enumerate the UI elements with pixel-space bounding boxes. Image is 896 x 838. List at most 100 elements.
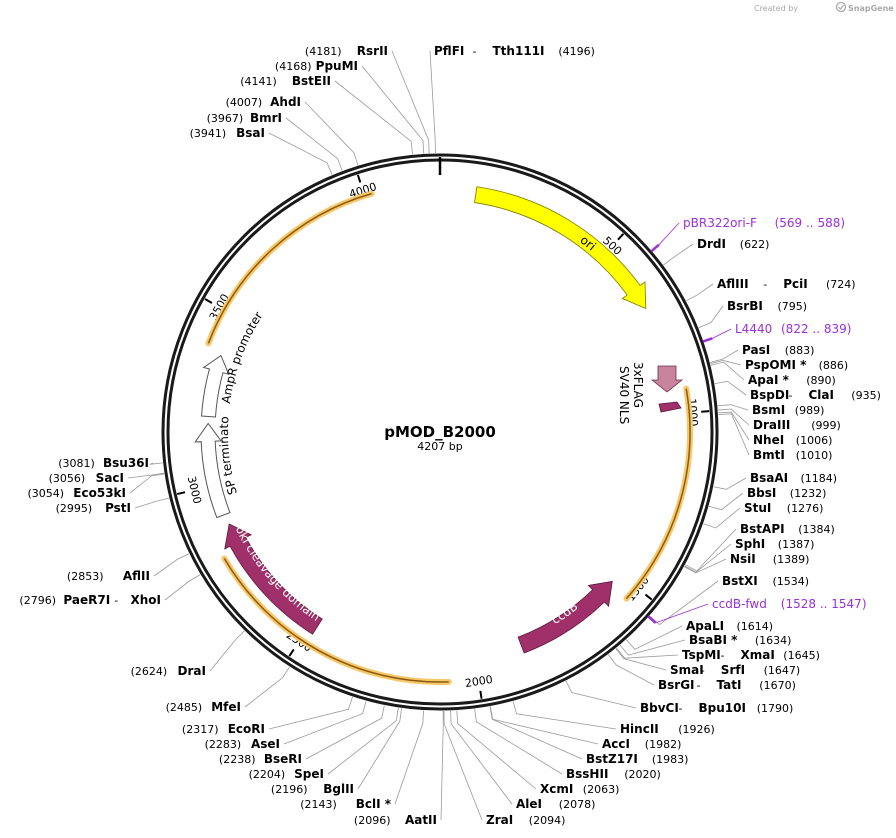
leader-line (149, 462, 163, 465)
site-acci[interactable]: AccI(1982) (602, 737, 681, 751)
site-name: SphI (735, 537, 765, 551)
leader-line (474, 708, 563, 775)
ori-feature[interactable] (474, 186, 647, 310)
site-saci[interactable]: SacI(3056) (49, 471, 124, 485)
site-draiii[interactable]: DraIII(999) (753, 418, 841, 432)
site-name: AflII (123, 569, 150, 583)
site-pasi[interactable]: PasI(883) (742, 343, 814, 357)
foki-feature[interactable] (224, 523, 323, 635)
site-bbsi[interactable]: BbsI(1232) (747, 486, 826, 500)
site-name: BclI * (356, 797, 392, 811)
site-bcli[interactable]: BclI *(2143) (300, 797, 391, 811)
leader-line (361, 65, 425, 154)
site-bsrbi[interactable]: BsrBI(795) (727, 299, 807, 313)
site-name: BsaI (236, 126, 265, 140)
site-spei[interactable]: SpeI(2204) (249, 767, 324, 781)
site-bseri[interactable]: BseRI(2238) (219, 752, 302, 766)
site-aatii[interactable]: AatII(2096) (354, 813, 437, 827)
site-rsrii[interactable]: RsrII(4181) (305, 44, 388, 58)
site-nsii[interactable]: NsiI(1389) (730, 552, 809, 566)
site-afliii[interactable]: AflIII - PciI(724) (717, 277, 856, 291)
site-smai[interactable]: SmaI - SrfI(1647) (670, 663, 800, 677)
primer-leader (655, 603, 709, 624)
primer-l4440[interactable]: L4440(822 .. 839) (702, 322, 852, 343)
site-name: BsrGI (658, 678, 695, 692)
site-position: (2078) (559, 798, 596, 811)
site-bstapi[interactable]: BstAPI(1384) (740, 522, 835, 536)
site-name: MfeI (211, 700, 241, 714)
leader-line (607, 654, 655, 686)
site-name: Bsu36I (103, 456, 149, 470)
site-name2: ClaI (809, 388, 834, 402)
site-zrai[interactable]: ZraI(2094) (486, 813, 565, 827)
site-bsu36i[interactable]: Bsu36I(3081) (58, 456, 149, 470)
leader-line (394, 710, 424, 805)
site-name: PpuMI (316, 59, 358, 73)
3xflag-feature[interactable] (650, 365, 684, 393)
site-bbvci[interactable]: BbvCI - Bpu10I(1790) (640, 701, 793, 715)
leader-line (685, 528, 737, 572)
site-nhei[interactable]: NheI(1006) (753, 433, 832, 447)
site-hincii[interactable]: HincII(1926) (620, 722, 715, 736)
site-apali[interactable]: ApaLI(1614) (686, 619, 773, 633)
site-sphi[interactable]: SphI(1387) (735, 537, 814, 551)
site-asei[interactable]: AseI(2283) (205, 737, 280, 751)
site-bsmi[interactable]: BsmI(989) (752, 403, 824, 417)
site-eco53ki[interactable]: Eco53kI(3054) (28, 486, 126, 500)
site-name: AatII (405, 813, 437, 827)
leader-line (268, 696, 353, 730)
site-ppumi[interactable]: PpuMI(4168) (275, 59, 358, 73)
site-sep: - (679, 702, 683, 715)
hsp-terminator-feature[interactable] (194, 422, 231, 519)
site-name: AleI (516, 797, 542, 811)
site-tspmi[interactable]: TspMI - XmaI(1645) (682, 648, 820, 662)
primer-ccdbfwd[interactable]: ccdB-fwd(1528 .. 1547) (647, 597, 867, 624)
tick-mark (479, 690, 483, 699)
site-stui[interactable]: StuI(1276) (744, 501, 823, 515)
site-bstz17i[interactable]: BstZ17I(1983) (586, 752, 688, 766)
site-ahdi[interactable]: AhdI(4007) (226, 95, 301, 109)
site-bmti[interactable]: BmtI(1010) (753, 448, 832, 462)
site-drdi[interactable]: DrdI(622) (697, 237, 769, 251)
site-aflii[interactable]: AflII(2853) (67, 569, 150, 583)
site-bglii[interactable]: BglII(2196) (271, 782, 354, 796)
site-drai[interactable]: DraI(2624) (131, 664, 206, 678)
site-position: (795) (778, 300, 808, 313)
ccdb-feature[interactable] (517, 580, 613, 654)
site-ecori[interactable]: EcoRI(2317) (182, 722, 265, 736)
site-bsrgi[interactable]: BsrGI - TatI(1670) (658, 678, 796, 692)
site-bsteii[interactable]: BstEII(4141) (240, 74, 331, 88)
snapgene-logo: SnapGene (835, 1, 894, 13)
site-position: (1389) (773, 553, 810, 566)
site-pspomi[interactable]: PspOMI *(886) (745, 358, 848, 372)
site-bsshii[interactable]: BssHII(2020) (566, 767, 661, 781)
site-alei[interactable]: AleI (2078) (516, 797, 595, 811)
site-bmri[interactable]: BmrI(3967) (207, 111, 282, 125)
site-position: (883) (785, 344, 815, 357)
primer-range: (822 .. 839) (781, 322, 851, 336)
site-name: BbvCI (640, 701, 679, 715)
site-name: BglII (323, 782, 354, 796)
site-mfei[interactable]: MfeI(2485) (166, 700, 241, 714)
ampr-promoter-feature[interactable] (201, 354, 230, 418)
site-xcmi[interactable]: XcmI(2063) (540, 782, 619, 796)
site-bspdi[interactable]: BspDI - ClaI(935) (750, 388, 881, 402)
site-bsabi[interactable]: BsaBI *(1634) (689, 633, 791, 647)
site-position: (1232) (790, 487, 827, 500)
primer-pbr322orif[interactable]: pBR322ori-F(569 .. 588) (650, 216, 845, 253)
site-leader-lines (127, 50, 750, 821)
site-apai[interactable]: ApaI *(890) (748, 373, 836, 387)
leader-line (443, 710, 483, 821)
site-name: BmtI (753, 448, 785, 462)
site-psti[interactable]: PstI(2995) (56, 501, 131, 515)
site-bsai[interactable]: BsaI(3941) (190, 126, 265, 140)
site-bstxi[interactable]: BstXI(1534) (722, 574, 809, 588)
site-sep: - (789, 389, 793, 402)
sv40-nls-feature[interactable] (658, 401, 682, 413)
site-paer7i[interactable]: PaeR7I - XhoI(2796) (19, 593, 161, 607)
site-bsaai[interactable]: BsaAI(1184) (750, 471, 837, 485)
site-pflfi[interactable]: PflFI - Tth111I(4196) (434, 44, 595, 58)
leader-line (710, 361, 745, 381)
orf-arc-line (207, 192, 372, 344)
site-name: PaeR7I (63, 593, 110, 607)
